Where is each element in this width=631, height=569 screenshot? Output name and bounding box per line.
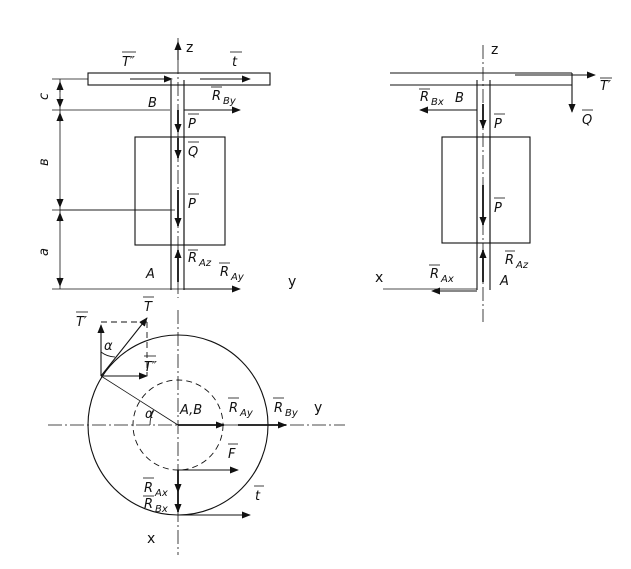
front-A-label: A <box>145 267 155 282</box>
side-z-label: z <box>491 42 498 58</box>
svg-text:Ay: Ay <box>239 408 254 419</box>
svg-text:By: By <box>223 96 237 107</box>
top-F-label: F <box>228 447 236 462</box>
side-RAx-label: R <box>430 267 439 282</box>
side-Q-label: Q <box>582 113 592 128</box>
dim-c-label: c <box>37 93 52 100</box>
dim-b-label: в <box>37 158 52 166</box>
svg-text:Ax: Ax <box>440 274 454 285</box>
front-view: z T″ t c в a B R By P Q P A <box>37 38 296 298</box>
top-y-label: y <box>314 400 322 416</box>
top-alpha1-label: α <box>104 339 113 354</box>
top-RBy-label: R <box>274 401 283 416</box>
side-P2-label: P <box>494 201 502 216</box>
top-radius-line <box>100 375 179 426</box>
svg-text:Bx: Bx <box>431 97 444 108</box>
svg-text:Ay: Ay <box>230 272 245 283</box>
front-RAy-label: R <box>220 265 229 280</box>
side-view: z T′ Q R Bx B P P R Az A x R Ax <box>375 42 612 322</box>
front-P2-label: P <box>188 197 196 212</box>
side-T1-label: T′ <box>600 79 611 94</box>
top-RAx-label: R <box>144 481 153 496</box>
top-T-arrow <box>100 317 148 377</box>
dim-a-label: a <box>37 248 52 256</box>
front-z-label: z <box>186 40 193 56</box>
svg-text:Bx: Bx <box>155 504 168 515</box>
top-T1-label: T′ <box>76 315 87 330</box>
front-Q-label: Q <box>188 145 198 160</box>
top-t-label: t <box>255 489 261 504</box>
side-P1-label: P <box>494 117 502 132</box>
side-B-label: B <box>455 91 464 106</box>
front-RAz-label: R <box>188 251 197 266</box>
front-P1-label: P <box>188 117 196 132</box>
top-T-label: T <box>144 300 153 315</box>
side-RBx-label: R <box>420 90 429 105</box>
side-x-label: x <box>375 270 383 286</box>
top-alpha2-label: α <box>145 407 154 422</box>
top-x-label: x <box>147 531 155 547</box>
front-y-label: y <box>288 274 296 290</box>
top-RBx-label: R <box>144 497 153 512</box>
top-AB-label: A,B <box>179 403 202 418</box>
front-T2-label: T″ <box>122 55 135 70</box>
side-A-label: A <box>499 274 509 289</box>
top-RAy-label: R <box>229 401 238 416</box>
front-drum <box>134 136 226 246</box>
svg-text:By: By <box>285 408 299 419</box>
svg-text:Ax: Ax <box>154 488 168 499</box>
front-t-label: t <box>232 55 238 70</box>
front-B-label: B <box>148 96 157 111</box>
front-RBy-label: R <box>212 89 221 104</box>
svg-text:Az: Az <box>515 260 529 271</box>
top-view: α T T′ α T″ A,B R Ay R By y F <box>48 296 345 555</box>
side-RAz-label: R <box>505 253 514 268</box>
svg-text:Az: Az <box>198 258 212 269</box>
top-T2-label: T″ <box>144 360 157 375</box>
side-drum <box>441 136 531 244</box>
